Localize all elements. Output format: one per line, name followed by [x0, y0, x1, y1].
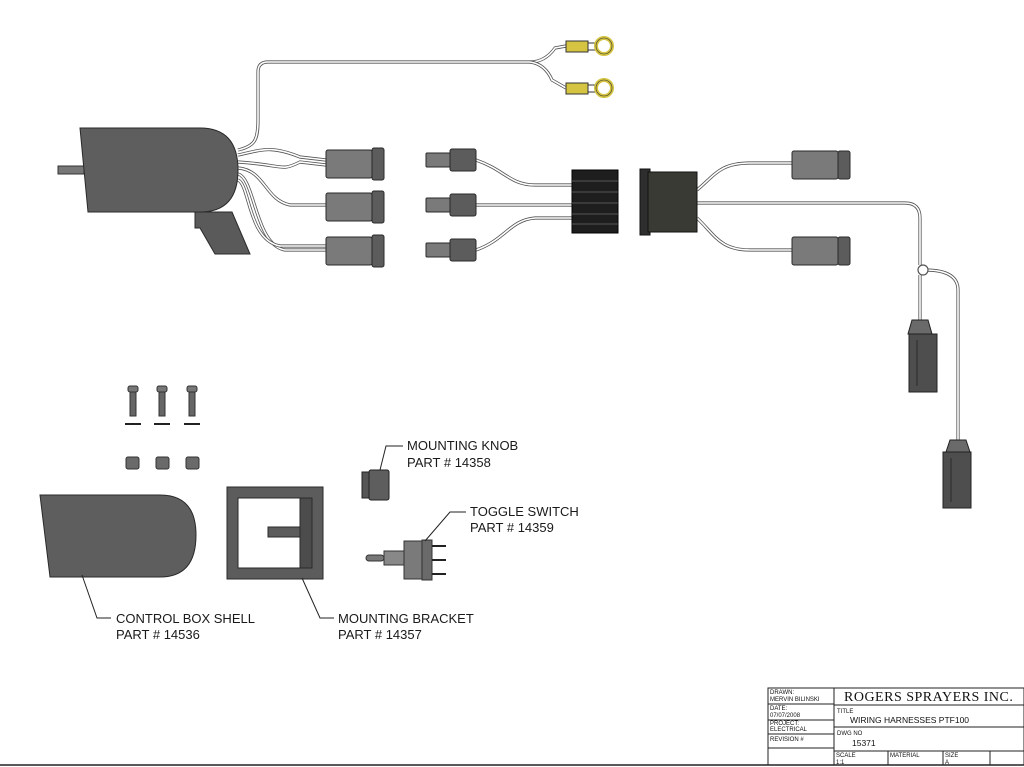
plug-middle-3: [425, 238, 477, 262]
screw-2: [154, 385, 170, 425]
plug-middle-1: [425, 148, 477, 172]
connector-right-2: [791, 236, 851, 266]
tb-title-value: WIRING HARNESSES PTF100: [850, 715, 969, 725]
toggle-switch-part: PART # 14359: [470, 520, 554, 535]
connector-left-2: [325, 190, 385, 224]
tb-drawn-value: MERVIN BILINSKI: [770, 697, 820, 703]
control-box-shell: [39, 494, 197, 578]
tb-scale-label: SCALE: [836, 753, 856, 759]
wire-splice-node: [917, 264, 929, 276]
mounting-bracket-part: PART # 14357: [338, 627, 422, 642]
mounting-knob: [361, 469, 390, 501]
connector-left-3: [325, 234, 385, 268]
connector-right-1: [791, 150, 851, 180]
tb-dwg-label: DWG NO: [837, 731, 863, 737]
screw-3: [184, 385, 200, 425]
tb-size-label: SIZE: [945, 753, 958, 759]
tb-project-value: ELECTRICAL: [770, 727, 808, 733]
tb-dwg-value: 15371: [852, 738, 876, 748]
tb-company-name: ROGERS SPRAYERS INC.: [844, 690, 1013, 705]
tb-size-value: A: [945, 760, 949, 766]
nut-3: [185, 456, 200, 470]
multipin-connector-black: [571, 169, 619, 234]
mounting-bracket-label: MOUNTING BRACKET: [338, 611, 474, 626]
screw-1: [125, 385, 141, 425]
leader-mounting-knob: [379, 445, 403, 471]
tb-title-label: TITLE: [837, 709, 853, 715]
ring-terminal-top: [565, 36, 614, 56]
mounting-knob-part: PART # 14358: [407, 455, 491, 470]
connector-vertical-2: [942, 439, 972, 509]
tb-revision-label: REVISION #: [770, 737, 804, 743]
tb-date-value: 07/07/2008: [770, 713, 801, 719]
tb-scale-value: 1:1: [836, 760, 845, 766]
mounting-bracket: [226, 486, 324, 580]
leader-toggle-switch: [424, 511, 466, 542]
control-box-shell-label: CONTROL BOX SHELL: [116, 611, 255, 626]
control-box-shell-part: PART # 14536: [116, 627, 200, 642]
tb-project-label: PROJECT:: [770, 721, 799, 727]
tb-drawn-label: DRAWN:: [770, 690, 794, 696]
ring-terminal-bottom: [565, 78, 614, 98]
mounting-knob-label: MOUNTING KNOB: [407, 438, 518, 453]
connector-left-1: [325, 147, 385, 181]
control-box-assembly: [57, 127, 251, 255]
mating-housing: [639, 168, 698, 236]
title-block: DRAWN: MERVIN BILINSKI DATE: 07/07/2008 …: [767, 687, 1024, 766]
tb-date-label: DATE:: [770, 706, 788, 712]
tb-material-label: MATERIAL: [890, 753, 920, 759]
nut-1: [125, 456, 140, 470]
leader-mounting-bracket: [301, 577, 334, 619]
harness-wires: [236, 44, 960, 440]
toggle-switch: [365, 539, 446, 581]
connector-vertical-1: [907, 319, 938, 393]
plug-middle-2: [425, 193, 477, 217]
leader-control-box-shell: [81, 574, 111, 619]
toggle-switch-label: TOGGLE SWITCH: [470, 504, 579, 519]
nut-2: [155, 456, 170, 470]
